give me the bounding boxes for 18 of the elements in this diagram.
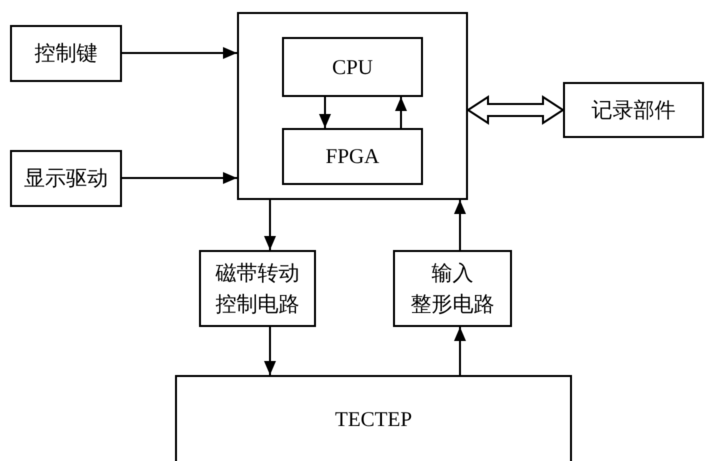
arrow	[122, 47, 237, 59]
cpu-box: CPU	[282, 37, 423, 97]
circuit-box: 磁带转动控制电路	[199, 250, 316, 327]
arrow	[466, 95, 565, 125]
arrow	[264, 200, 276, 250]
arrow	[454, 327, 466, 375]
arrow	[454, 200, 466, 250]
tape-unit-box: TECTEP	[175, 375, 572, 461]
arrow	[319, 97, 331, 128]
record-box: 记录部件	[563, 82, 704, 138]
controller-box	[237, 12, 468, 200]
display-box: 显示驱动	[10, 150, 122, 207]
arrow	[264, 327, 276, 375]
circuit-box: 输入整形电路	[393, 250, 512, 327]
key-box: 控制键	[10, 25, 122, 82]
fpga-box: FPGA	[282, 128, 423, 185]
arrow	[122, 172, 237, 184]
arrow	[395, 97, 407, 128]
